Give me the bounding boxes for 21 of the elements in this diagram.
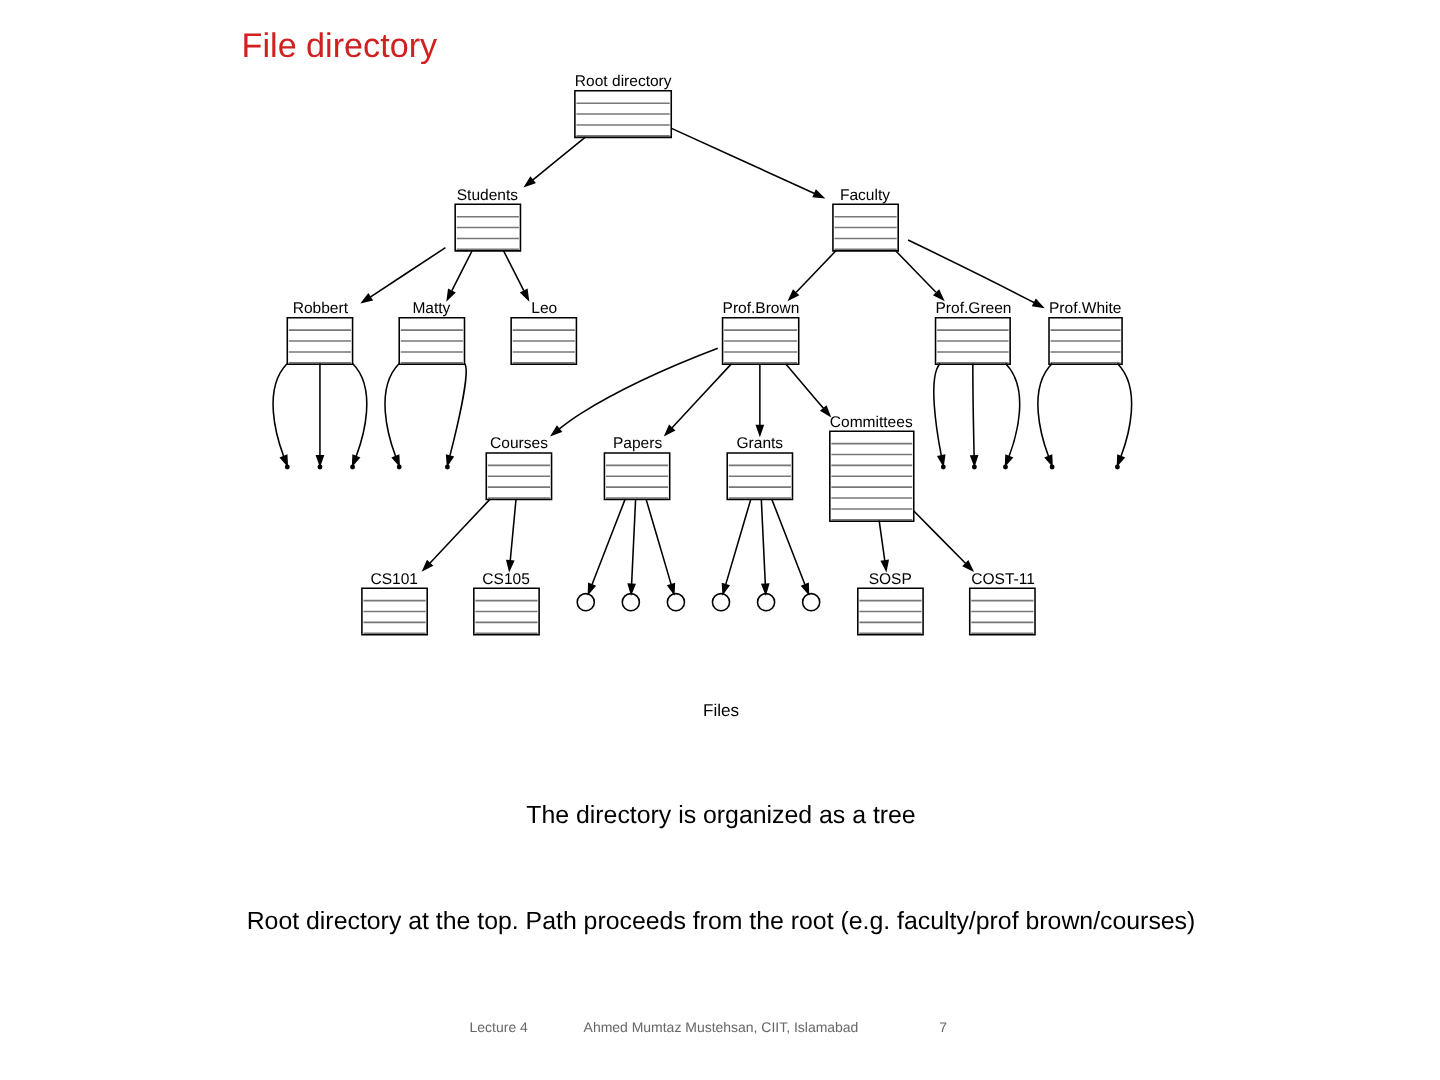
node-label: Robbert	[291, 299, 348, 318]
node-label: CS105	[481, 569, 529, 588]
label: Files	[701, 700, 739, 721]
node-label: Matty	[411, 299, 450, 318]
node-label: SOSP	[867, 569, 911, 588]
node-label: Students	[455, 185, 518, 204]
node-label: COST-11	[970, 569, 1034, 588]
node-label: CS101	[369, 569, 417, 588]
node-label: Prof.White	[1048, 299, 1121, 318]
node-label: Courses	[489, 434, 547, 453]
diagram-title: File directory	[240, 26, 437, 65]
node-label: Papers	[611, 434, 662, 453]
node-label: Prof.Green	[934, 299, 1011, 318]
node-label: Committees	[828, 412, 912, 431]
label: The directory is organized as a tree	[525, 801, 915, 830]
node-label: Faculty	[838, 185, 889, 204]
node-label: Prof.Brown	[721, 299, 799, 318]
label: Root directory at the top. Path proceeds from the root (e.g. faculty/prof brown/courses)	[245, 907, 1195, 936]
node-label: Leo	[530, 299, 557, 318]
node-label: Grants	[735, 434, 783, 453]
node-label: Root directory	[573, 72, 671, 91]
